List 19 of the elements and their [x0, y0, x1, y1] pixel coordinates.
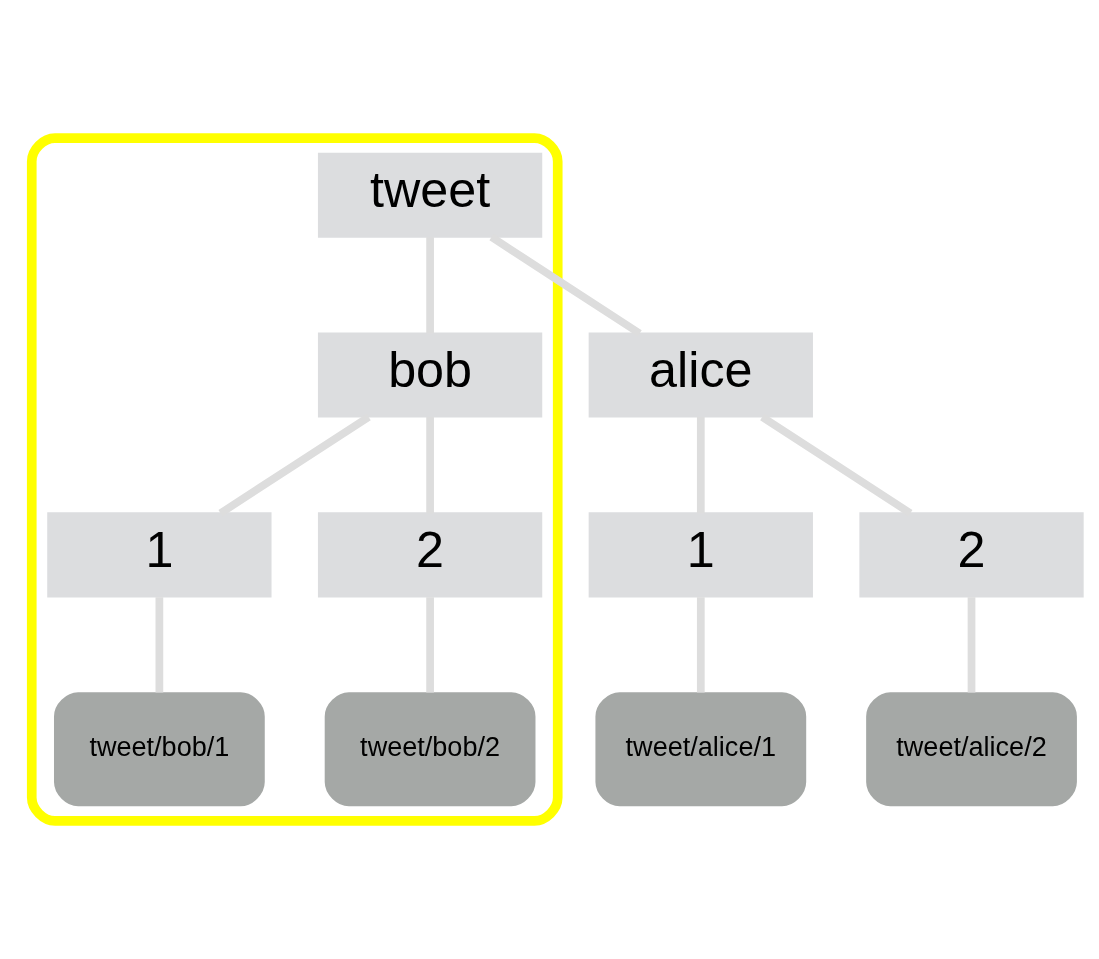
connector: [155, 597, 164, 693]
connector: [696, 597, 705, 693]
node-box: tweet/alice/1: [595, 692, 807, 807]
connector: [967, 597, 976, 693]
connector: [426, 416, 434, 514]
cluster: [26, 133, 563, 826]
connector: [696, 416, 705, 514]
node-box: alice: [588, 332, 813, 418]
node-box: 1: [588, 512, 813, 598]
node-box: 2: [317, 512, 543, 598]
connector: [426, 597, 434, 693]
node-box: tweet/bob/1: [54, 692, 265, 807]
node-box: bob: [317, 332, 543, 418]
node-box: 1: [47, 512, 272, 598]
connector: [426, 237, 434, 334]
node-box: tweet: [317, 152, 543, 238]
node-box: tweet/alice/2: [866, 692, 1077, 807]
node-box: tweet/bob/2: [324, 692, 536, 807]
node-box: 2: [859, 512, 1084, 598]
